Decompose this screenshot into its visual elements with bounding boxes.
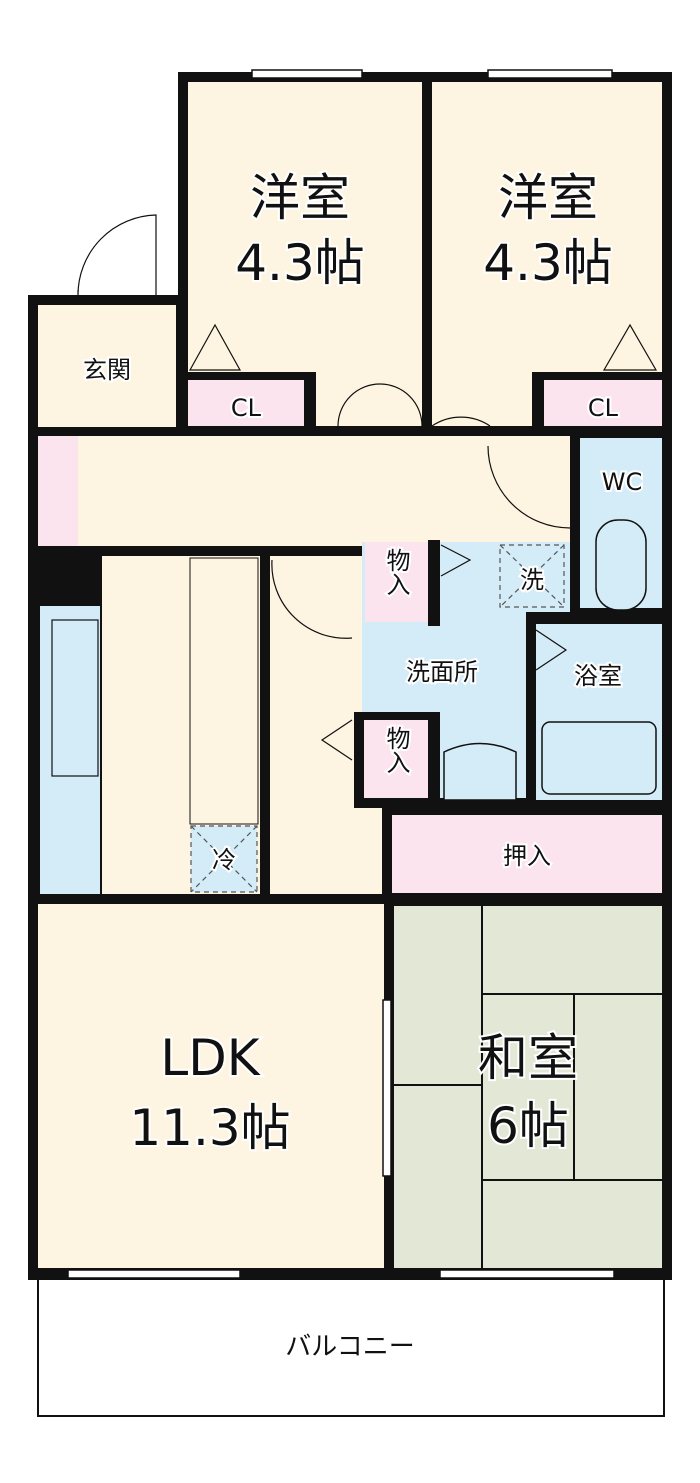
door-swing-icon [337,383,491,427]
bathroom-label: 浴室 [574,662,622,690]
bedroom2-size: 4.3帖 [483,234,613,292]
bedroom2-name: 洋室 [498,169,598,227]
oshiire-label: 押入 [503,842,551,870]
washbasin-icon [443,742,517,801]
balcony-area [37,1277,665,1417]
ldk-size: 11.3帖 [129,1099,290,1157]
washitsu-size: 6帖 [487,1097,569,1155]
closet1 [188,380,304,426]
bedroom2-doorway [432,372,532,426]
window [487,69,613,79]
shoe-storage [38,436,78,546]
closet2 [544,380,662,426]
closet1-label: CL [231,394,262,422]
door-swing-icon [487,445,571,529]
washitsu-floor [394,906,662,1268]
ldk-floor [38,904,384,1268]
sliding-door [382,999,392,1177]
hallway-floor [38,436,570,546]
storage-lower-label: 物入 [382,726,410,774]
bedroom1-doorway [316,372,422,426]
entrance-door-icon [77,214,157,296]
balcony-label: バルコニー [285,1332,414,1362]
ldk-name: LDK [160,1029,260,1087]
window [67,1269,241,1279]
washer-label: 洗 [520,566,544,594]
entrance-label: 玄関 [83,356,131,384]
bathtub-icon [541,721,657,795]
toilet-icon [595,519,647,611]
closet2-label: CL [588,394,619,422]
oshiire [392,815,662,893]
kitchen-cabinet [189,557,259,825]
window [439,1269,615,1279]
storage-upper-label: 物入 [382,548,410,596]
sink-icon [51,619,99,777]
pillar [28,548,102,606]
tatami-lines [394,906,662,1268]
kitchen-counter [40,606,100,894]
storage-upper [365,542,428,622]
bedroom1-name: 洋室 [250,169,350,227]
washroom-label: 洗面所 [406,658,478,686]
closet-door-icon [188,323,658,371]
toilet-label: WC [602,468,643,496]
fridge-label: 冷 [212,846,236,874]
bedroom1-floor [188,82,422,372]
bedroom1-size: 4.3帖 [235,234,365,292]
entrance-floor [38,305,176,427]
door-swing-icon [271,559,353,639]
storage-lower [364,720,428,798]
bedroom2-floor [432,82,662,372]
washitsu-name: 和室 [478,1029,578,1087]
window [251,69,363,79]
